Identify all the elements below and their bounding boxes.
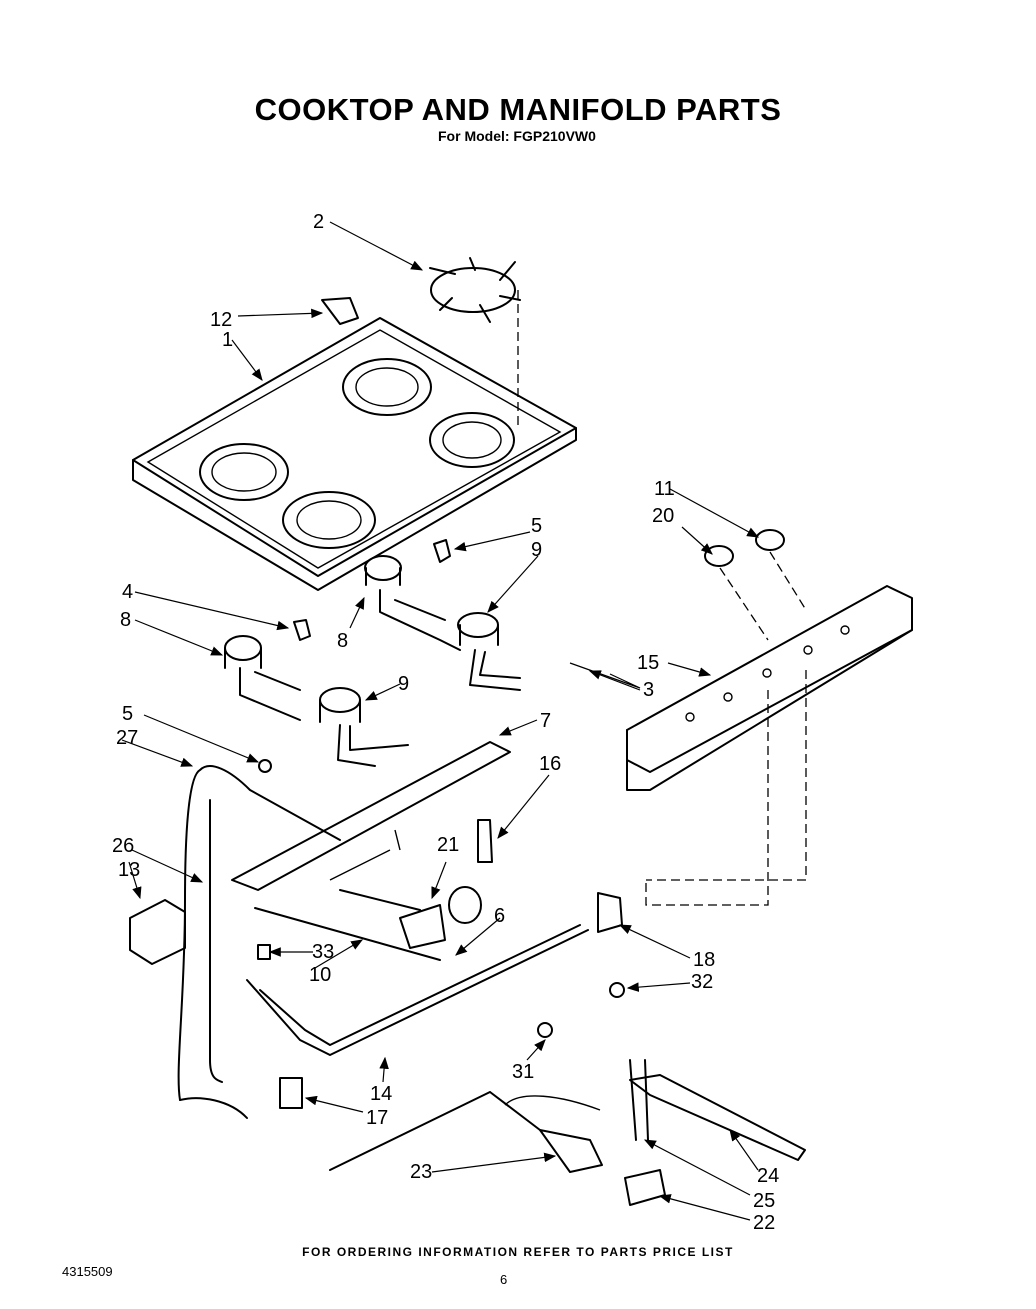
cooktop-part — [132, 317, 577, 591]
knob-part — [755, 529, 785, 551]
callout-23: 23 — [410, 1161, 432, 1183]
ordering-info-footer: FOR ORDERING INFORMATION REFER TO PARTS … — [302, 1245, 734, 1259]
cooktop-bracket-part — [321, 297, 359, 325]
leader-lines — [121, 221, 760, 1221]
front-burner-assembly — [224, 619, 409, 767]
callout-labels: 2 12 1 5 9 8 4 8 9 11 20 15 3 5 7 27 16 … — [112, 211, 779, 1234]
callout-9: 9 — [531, 539, 542, 561]
callout-24: 24 — [757, 1165, 779, 1187]
manifold-panel-part — [626, 585, 913, 906]
callout-26: 26 — [112, 835, 134, 857]
callout-27: 27 — [116, 727, 138, 749]
callout-31: 31 — [512, 1061, 534, 1083]
burner-grate-part — [429, 257, 521, 430]
callout-8: 8 — [337, 630, 348, 652]
callout-14: 14 — [370, 1083, 392, 1105]
document-number: 4315509 — [62, 1264, 113, 1279]
callout-1: 1 — [222, 329, 233, 351]
callout-6: 6 — [494, 905, 505, 927]
callout-21: 21 — [437, 834, 459, 856]
callout-20: 20 — [652, 505, 674, 527]
callout-5: 4 — [122, 581, 133, 603]
callout-22: 22 — [753, 1212, 775, 1234]
callout-3: 3 — [643, 679, 654, 701]
callout-12: 12 — [210, 309, 232, 331]
callout-18: 18 — [693, 949, 715, 971]
callout-17: 17 — [366, 1107, 388, 1129]
burner-support-bracket — [231, 741, 511, 891]
page-number: 6 — [500, 1272, 508, 1287]
gas-tubing — [177, 765, 589, 1119]
callout-33: 33 — [312, 941, 334, 963]
callout-8: 8 — [120, 609, 131, 631]
callout-10: 10 — [309, 964, 331, 986]
callout-11: 11 — [654, 478, 675, 500]
callout-13: 13 — [118, 859, 140, 881]
oven-burner-components — [329, 1059, 806, 1206]
callout-25: 25 — [753, 1190, 775, 1212]
callout-2: 2 — [313, 211, 324, 233]
callout-16: 16 — [539, 753, 561, 775]
callout-4: 5 — [122, 703, 133, 725]
callout-5: 5 — [531, 515, 542, 537]
callout-7: 7 — [540, 710, 551, 732]
rear-burner-assembly — [364, 539, 521, 691]
callout-32: 32 — [691, 971, 713, 993]
callout-9: 9 — [398, 673, 409, 695]
page-title: COOKTOP AND MANIFOLD PARTS — [254, 92, 782, 127]
model-subtitle: For Model: FGP210VW0 — [438, 128, 596, 144]
knob-part — [704, 545, 734, 567]
callout-15: 15 — [637, 652, 659, 674]
valve-components — [129, 759, 625, 1109]
